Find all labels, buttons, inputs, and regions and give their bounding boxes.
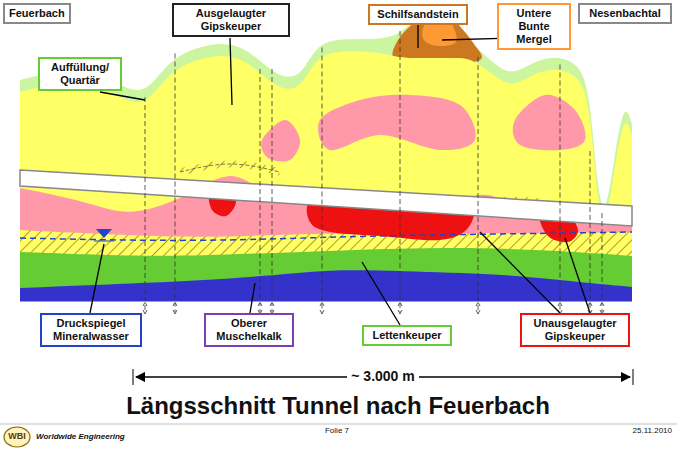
water-symbol: [94, 241, 114, 242]
quartaer-layer: [20, 10, 632, 302]
leader-line: [417, 24, 418, 48]
layer-label: Schilfsandstein: [377, 8, 458, 21]
water-table: [20, 232, 632, 240]
fault-line: [272, 69, 273, 312]
hatched-layer: [20, 230, 632, 302]
leader-line: [480, 232, 560, 313]
muschelkalk-layer: [20, 270, 632, 302]
label-box: Lettenkeuper: [362, 325, 452, 346]
tunnel: [20, 170, 632, 226]
fault-line: [175, 54, 176, 313]
label-box: Unausgelaugter Gipskeuper: [520, 313, 630, 347]
water-symbol: [96, 229, 112, 238]
fault-line: [260, 69, 261, 312]
section-base: [20, 302, 632, 303]
fault-line: [602, 213, 603, 312]
layer-label: Feuerbach: [9, 7, 65, 20]
leader-line: [90, 244, 104, 313]
label-box: Untere Bunte Mergel: [497, 3, 571, 50]
company-name: Worldwide Engineering: [36, 432, 125, 441]
date: 25.11.2010: [633, 426, 672, 435]
gipskeuper-lens: [261, 120, 300, 162]
fault-line: [145, 97, 146, 312]
fault-line: [400, 31, 401, 312]
layer-label: Nesenbachtal: [589, 7, 661, 20]
label-box: Auffüllung/ Quartär: [38, 57, 122, 91]
hatched-arc: [180, 164, 280, 172]
leader-line: [250, 283, 255, 313]
title: Längsschnitt Tunnel nach Feuerbach: [126, 392, 550, 420]
fault-line: [478, 57, 479, 312]
ausgelaugter-gipskeuper-layer: [20, 51, 632, 302]
hatched-arc-outline: [180, 164, 280, 172]
logo-text: WBI: [8, 431, 26, 441]
fault-arrow: [476, 302, 480, 314]
leader-line: [565, 238, 590, 313]
layer-label: Unausgelaugter Gipskeuper: [526, 317, 624, 343]
label-box: Oberer Muschelkalk: [204, 313, 294, 347]
gipskeuper-lens: [318, 95, 476, 150]
label-box: Nesenbachtal: [578, 3, 672, 24]
fault-arrow: [320, 302, 324, 314]
dimension-tick: [633, 369, 634, 385]
label-box: Feuerbach: [3, 3, 71, 24]
fault-arrow: [143, 302, 147, 314]
dimension-tick: [133, 369, 134, 385]
fault-line: [590, 151, 591, 312]
leader-line: [362, 262, 400, 325]
label-box: Druckspiegel Mineralwasser: [40, 313, 142, 347]
layer-label: Lettenkeuper: [372, 329, 441, 342]
layer-label: Ausgelaugter Gipskeuper: [178, 7, 284, 33]
fault-line: [322, 48, 323, 313]
leader-line: [230, 38, 232, 105]
fault-line: [560, 65, 561, 313]
logo-mark: [4, 427, 30, 447]
dimension-label: ~ 3.000 m: [347, 368, 418, 384]
layer-label: Auffüllung/ Quartär: [44, 61, 116, 87]
layer-label: Oberer Muschelkalk: [210, 317, 288, 343]
label-box: Schilfsandstein: [368, 4, 468, 25]
footer-rule: [0, 424, 677, 425]
layer-label: Untere Bunte Mergel: [503, 7, 565, 46]
fault-arrow: [398, 302, 402, 314]
slide-number: Folie 7: [325, 426, 349, 435]
leader-line: [100, 92, 145, 100]
label-box: Ausgelaugter Gipskeuper: [172, 3, 290, 37]
lettenkeuper-layer: [20, 248, 632, 302]
fault-arrow: [173, 302, 177, 314]
layer-label: Druckspiegel Mineralwasser: [46, 317, 136, 343]
gipskeuper-lens: [513, 95, 586, 150]
strata: [20, 8, 632, 314]
